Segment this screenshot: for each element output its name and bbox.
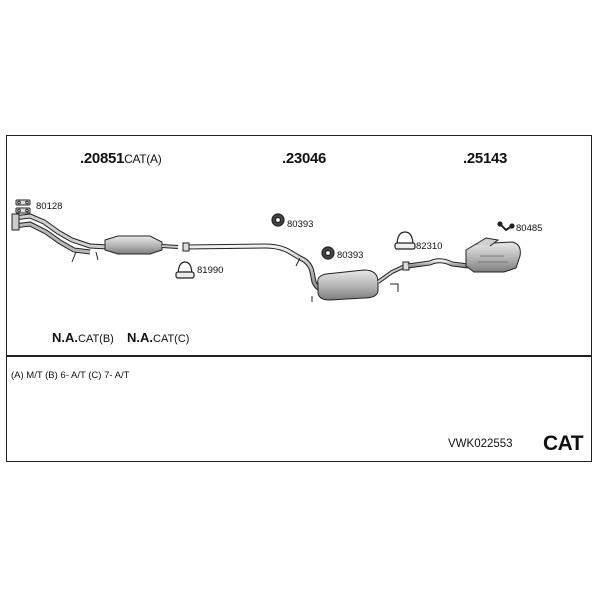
na-label-c: N.A.CAT(C) — [127, 330, 190, 345]
middle-pipe-part — [182, 242, 406, 302]
na-label-b: N.A.CAT(B) — [52, 330, 114, 345]
part-number-front: .20851CAT(A) — [80, 150, 162, 167]
clamp-82310-icon — [394, 231, 416, 250]
label-81990: 81990 — [197, 265, 224, 276]
label-80128: 80128 — [36, 201, 63, 212]
rear-silencer-part — [402, 237, 521, 273]
part-number-middle: .23046 — [282, 150, 327, 167]
diagram-frame — [6, 135, 592, 462]
catalytic-converter-part — [11, 213, 179, 263]
bracket-80485-icon — [497, 221, 515, 232]
label-80393-second: 80393 — [337, 250, 364, 261]
rubber-ring-80393-icon — [271, 213, 285, 227]
variant-notes: (A) M/T (B) 6- A/T (C) 7- A/T — [11, 370, 130, 381]
label-80485: 80485 — [516, 223, 543, 234]
kit-code: VWK022553 — [448, 438, 513, 450]
part-number-rear: .25143 — [463, 150, 508, 167]
category-label: CAT — [543, 432, 584, 455]
rubber-ring-80393-second-icon — [321, 246, 335, 260]
frame-divider — [6, 355, 592, 357]
label-82310: 82310 — [416, 241, 443, 252]
hanger-81990-icon — [175, 261, 195, 279]
label-80393-first: 80393 — [287, 219, 314, 230]
gasket-80128-icon — [15, 199, 31, 214]
